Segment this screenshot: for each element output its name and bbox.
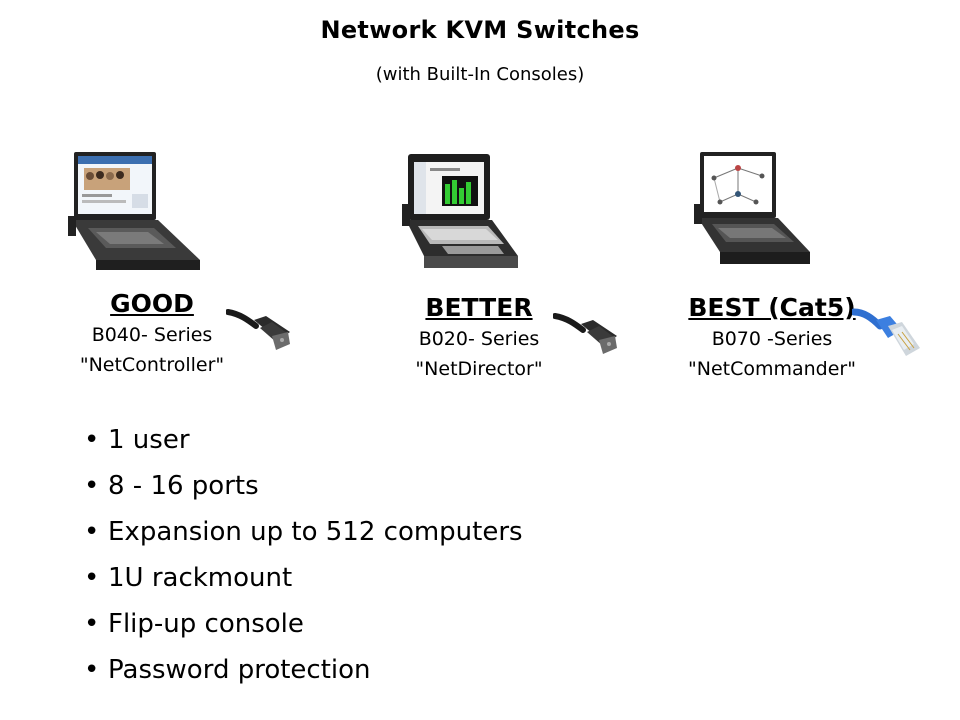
vga-cable-icon xyxy=(552,310,621,363)
feature-list: •1 user •8 - 16 ports •Expansion up to 5… xyxy=(84,420,523,696)
slide-subtitle: (with Built-In Consoles) xyxy=(375,64,585,85)
list-item: •1 user xyxy=(84,420,523,466)
tier-better: BETTER B020- Series "NetDirector" xyxy=(389,292,569,384)
bullet-icon: • xyxy=(84,517,100,547)
slide-title: Network KVM Switches xyxy=(320,16,640,44)
bullet-icon: • xyxy=(84,563,100,593)
list-item: •1U rackmount xyxy=(84,558,523,604)
tier-model: "NetCommander" xyxy=(688,358,856,380)
kvm-console-image-best xyxy=(692,148,817,273)
list-item: •Password protection xyxy=(84,650,523,696)
tier-best: BEST (Cat5) B070 -Series "NetCommander" xyxy=(672,292,872,384)
kvm-console-image-good xyxy=(62,148,207,283)
bullet-icon: • xyxy=(84,471,100,501)
tier-model: "NetController" xyxy=(79,354,225,376)
list-item: •8 - 16 ports xyxy=(84,466,523,512)
bullet-icon: • xyxy=(84,609,100,639)
tier-name: BEST (Cat5) xyxy=(688,293,856,322)
kvm-console-image-better xyxy=(402,150,522,275)
bullet-icon: • xyxy=(84,425,100,455)
list-item: •Expansion up to 512 computers xyxy=(84,512,523,558)
list-item: •Flip-up console xyxy=(84,604,523,650)
tier-good: GOOD B040- Series "NetController" xyxy=(62,288,242,380)
cat5-cable-icon xyxy=(850,304,924,371)
tier-series: B020- Series xyxy=(418,328,540,350)
tier-model: "NetDirector" xyxy=(415,358,543,380)
tier-series: B040- Series xyxy=(91,324,213,346)
vga-cable-icon xyxy=(225,306,294,359)
tier-name: GOOD xyxy=(110,289,194,318)
bullet-icon: • xyxy=(84,655,100,685)
tier-name: BETTER xyxy=(425,293,533,322)
tier-series: B070 -Series xyxy=(711,328,833,350)
